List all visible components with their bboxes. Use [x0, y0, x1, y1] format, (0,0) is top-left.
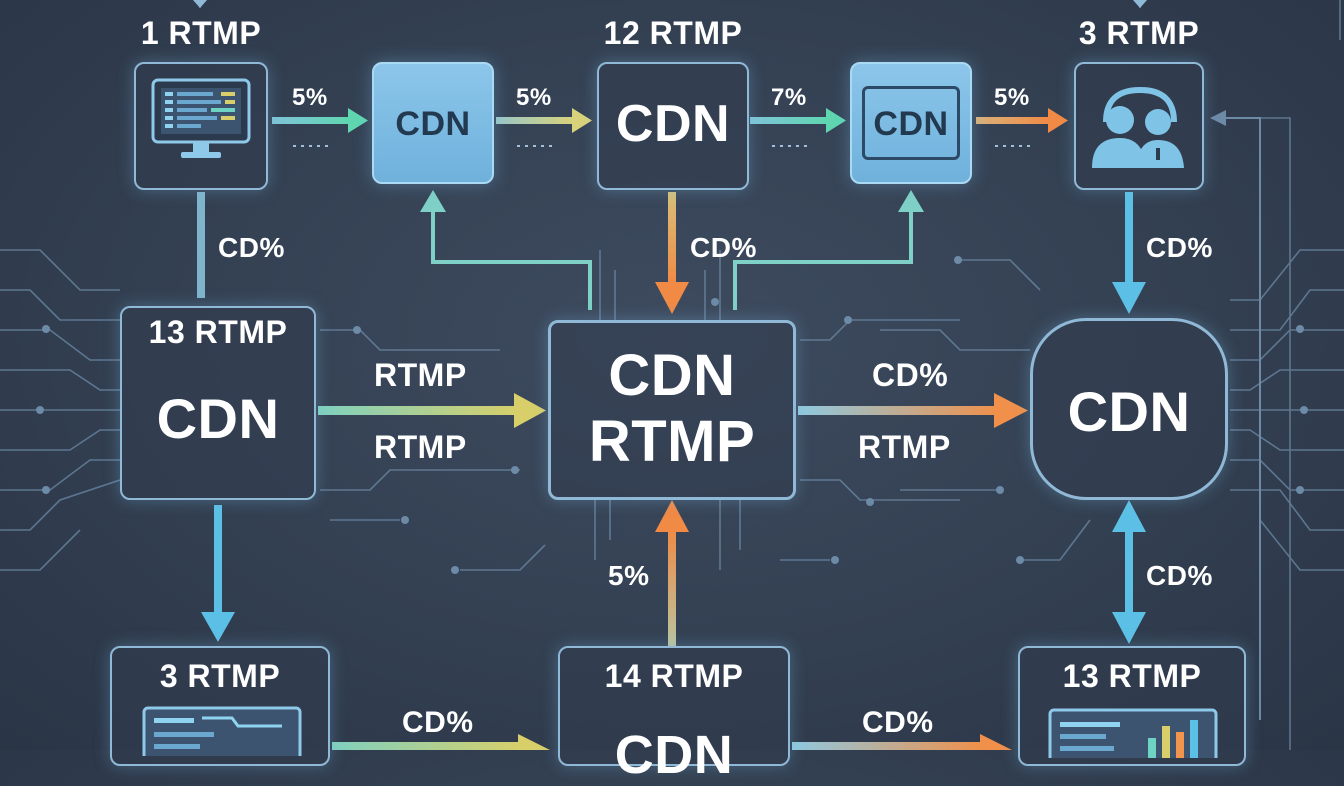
monitor-icon: [151, 78, 251, 158]
node-n6-title: 13 RTMP: [148, 314, 288, 350]
arrow-n6-n9: [201, 505, 235, 642]
arrow-n4-n5: [976, 108, 1068, 147]
edge-label-n10-n7: 5%: [608, 560, 650, 591]
node-n8[interactable]: CDN: [1030, 318, 1228, 500]
node-n9-title: 3 RTMP: [159, 658, 281, 694]
node-n3-title: 12 RTMP: [603, 15, 743, 51]
arrow-feedback-n5-head: [1210, 110, 1226, 126]
edge-label-n6-n7-top: RTMP: [374, 357, 467, 393]
node-n11-title: 13 RTMP: [1062, 658, 1202, 694]
node-n10-title: 14 RTMP: [604, 658, 744, 694]
node-n6[interactable]: 13 RTMP CDN: [120, 306, 316, 500]
arrow-up-into-n2-head: [420, 190, 446, 212]
top-stub-arrow-right: [1133, 0, 1147, 8]
node-n7-line1: CDN: [608, 343, 736, 408]
arrow-n10-n7: [655, 500, 689, 646]
node-n1-title: 1 RTMP: [140, 15, 262, 51]
arrow-n5-n8: [1112, 192, 1146, 314]
arrow-n10-n11: [792, 734, 1012, 750]
node-n5-title: 3 RTMP: [1078, 15, 1200, 51]
node-n10[interactable]: 14 RTMP CDN: [558, 646, 790, 785]
edge-label-n8-n11: CD%: [1146, 560, 1213, 591]
arrow-up-into-n4-head: [898, 190, 924, 212]
edge-label-n1-n2: 5%: [292, 84, 328, 111]
edge-label-n9-n10: CD%: [402, 706, 474, 739]
edge-label-n10-n11: CD%: [862, 706, 934, 739]
node-n2-label: CDN: [395, 105, 471, 143]
node-n6-label: CDN: [156, 387, 280, 450]
diagram-canvas: [0, 0, 1344, 750]
arrow-n3-n7: [655, 192, 689, 314]
support-users-icon: [1092, 86, 1184, 168]
connector-n1-n6: [197, 192, 205, 298]
circuit-nodes: [36, 256, 1308, 574]
node-n10-label: CDN: [614, 725, 734, 785]
node-n4[interactable]: CDN: [850, 62, 972, 184]
top-stub-arrow-left: [193, 0, 207, 8]
edge-label-n1-n6: CD%: [218, 232, 285, 263]
edge-label-n7-n8-top: CD%: [872, 357, 949, 393]
edge-label-n7-n8-bottom: RTMP: [858, 429, 951, 465]
arrow-n6-n7: [318, 393, 546, 428]
node-n3[interactable]: CDN: [597, 62, 749, 190]
arrow-n7-n8: [798, 393, 1028, 428]
edge-label-n6-n7-bottom: RTMP: [374, 429, 467, 465]
node-n11[interactable]: 13 RTMP: [1018, 646, 1246, 766]
node-n7[interactable]: CDN RTMP: [548, 320, 796, 500]
arrow-n2-n3: [496, 108, 592, 147]
node-n4-label: CDN: [873, 105, 949, 143]
edge-label-n3-n7: CD%: [690, 232, 757, 263]
edge-label-n2-n3: 5%: [516, 84, 552, 111]
arrow-up-into-n4: [733, 208, 913, 310]
arrow-n9-n10: [332, 734, 550, 750]
node-n4-frame: [862, 86, 960, 160]
node-n5[interactable]: [1074, 62, 1204, 190]
node-n8-label: CDN: [1067, 380, 1191, 443]
node-n2[interactable]: CDN: [372, 62, 494, 184]
dashboard-icon: [142, 706, 302, 756]
arrow-up-into-n2: [431, 208, 592, 310]
arrow-feedback-n5: [1225, 117, 1261, 720]
node-n7-line2: RTMP: [588, 409, 756, 474]
node-n3-label: CDN: [615, 95, 731, 153]
arrow-n1-n2: [272, 108, 368, 147]
arrow-n8-n11: [1112, 500, 1146, 644]
edge-label-n3-n4: 7%: [771, 84, 807, 111]
chart-screen-icon: [1048, 708, 1218, 758]
node-n1[interactable]: [134, 62, 268, 190]
node-n9[interactable]: 3 RTMP: [110, 646, 330, 766]
edge-label-n4-n5: 5%: [994, 84, 1030, 111]
edge-label-n5-n8: CD%: [1146, 232, 1213, 263]
arrow-n3-n4: [750, 108, 846, 147]
